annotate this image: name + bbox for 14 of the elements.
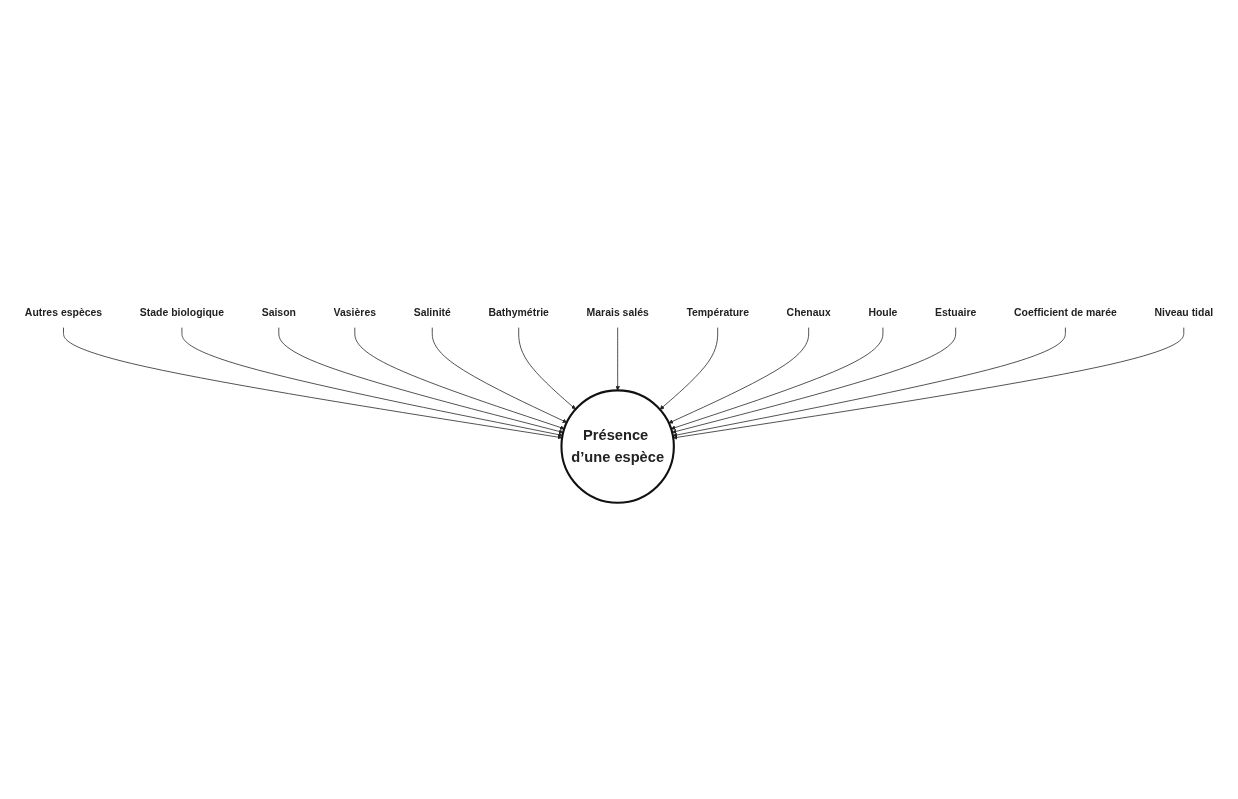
- node-text: Houle: [868, 306, 898, 318]
- node-text: Estuaire: [935, 306, 977, 318]
- node-text: Niveau tidal: [1154, 306, 1214, 318]
- node-text: Salinité: [413, 306, 451, 318]
- node-text: Vasières: [333, 306, 377, 318]
- node-text: Coefficient de marée: [1013, 306, 1117, 318]
- node-text: Chenaux: [786, 306, 831, 318]
- node-text: Saison: [261, 306, 296, 318]
- node-text: Température: [686, 306, 749, 318]
- node-text: Stade biologique: [139, 306, 225, 318]
- node-circle: Présence d’une espèce: [560, 389, 675, 504]
- node-text: Marais salés: [586, 306, 649, 318]
- node-text: Autres espèces: [24, 306, 103, 318]
- node-text: Bathymétrie: [488, 306, 549, 318]
